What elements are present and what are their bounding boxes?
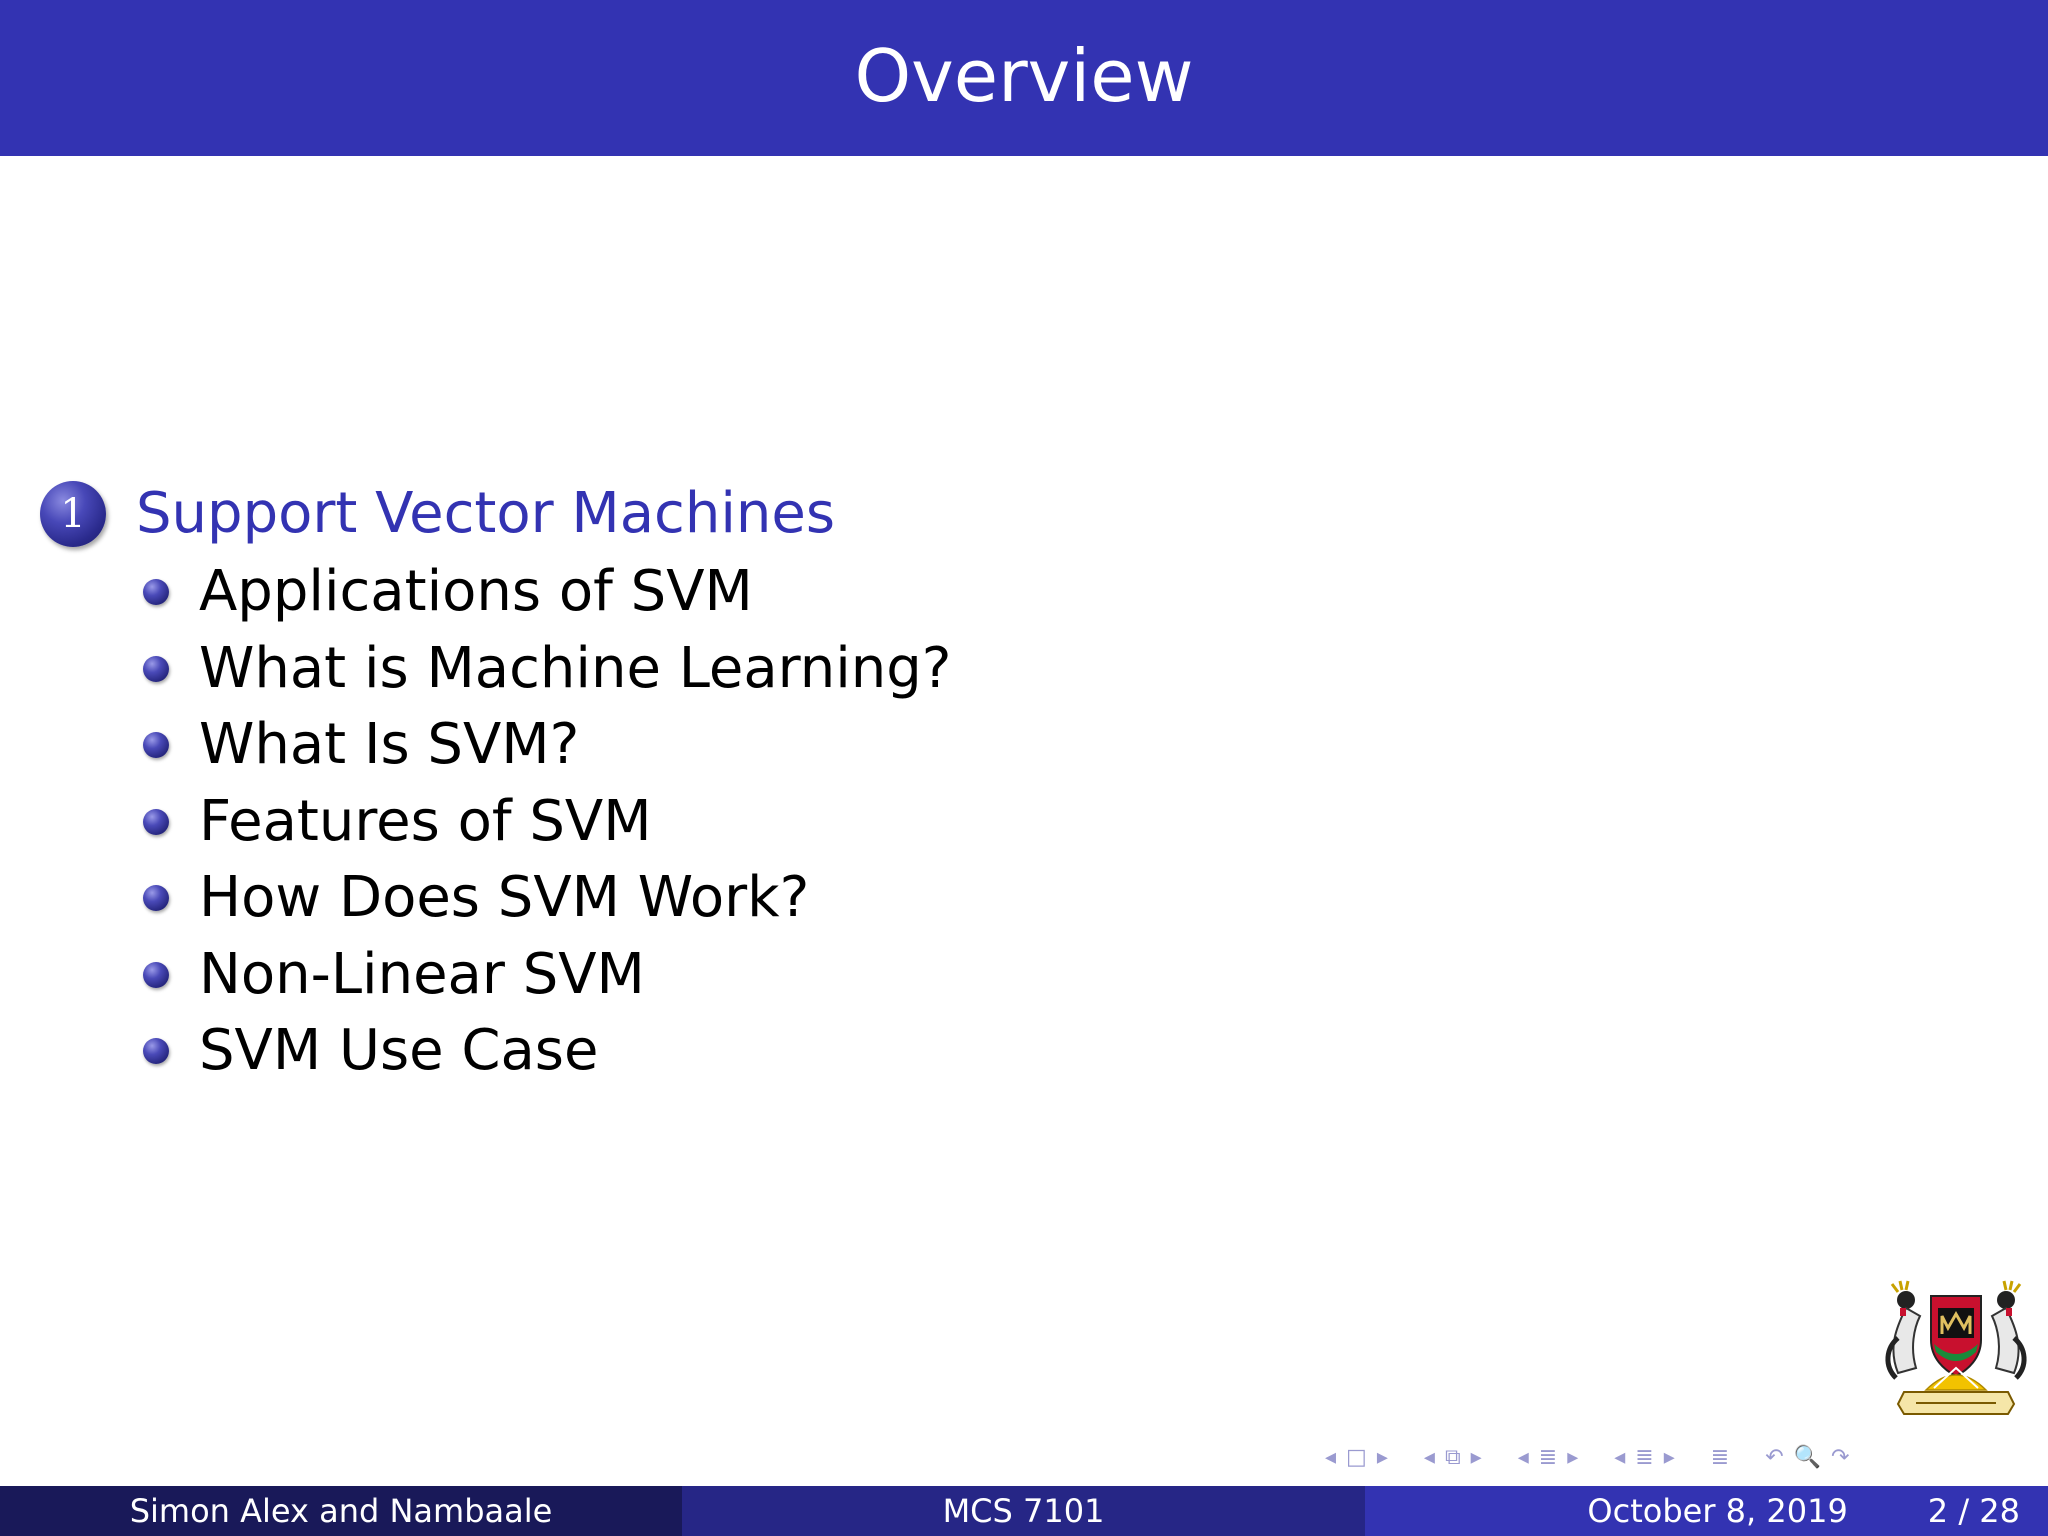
toc-subsection[interactable]: What is Machine Learning? bbox=[40, 631, 952, 708]
bullet-icon bbox=[143, 579, 169, 606]
slide-header: Overview bbox=[0, 0, 2048, 156]
arrow-left-icon[interactable]: ◂ bbox=[1517, 1444, 1529, 1470]
beamer-navigation-bar: ◂ □ ▸ ◂ ⧉ ▸ ◂ ≣ ▸ ◂ ≣ ▸ ≣ ↶ 🔍 ↷ bbox=[1320, 1440, 2040, 1474]
arrow-left-icon[interactable]: ◂ bbox=[1614, 1444, 1626, 1470]
nav-frame-group: ◂ □ ▸ bbox=[1320, 1445, 1393, 1470]
arrow-left-icon[interactable]: ◂ bbox=[1325, 1444, 1337, 1470]
nav-align-group: ≣ bbox=[1706, 1445, 1734, 1470]
align-icon[interactable]: ≣ bbox=[1710, 1444, 1730, 1470]
subsection-label[interactable]: SVM Use Case bbox=[199, 1018, 599, 1084]
toc-subsection[interactable]: How Does SVM Work? bbox=[40, 860, 952, 937]
crane-right-icon bbox=[1990, 1280, 2027, 1380]
table-of-contents: 1 Support Vector Machines Applications o… bbox=[40, 478, 952, 1090]
nav-tools-group: ↶ 🔍 ↷ bbox=[1760, 1445, 1854, 1470]
slide-footer: Simon Alex and Nambaale MCS 7101 October… bbox=[0, 1486, 2048, 1536]
nav-subsection-group: ◂ ⧉ ▸ bbox=[1419, 1445, 1487, 1470]
search-icon[interactable]: 🔍 bbox=[1793, 1444, 1822, 1470]
bullet-icon bbox=[143, 655, 169, 682]
arrow-left-icon[interactable]: ◂ bbox=[1423, 1444, 1435, 1470]
frame-icon[interactable]: □ bbox=[1346, 1444, 1367, 1470]
arrow-right-icon[interactable]: ▸ bbox=[1470, 1444, 1482, 1470]
toc-section[interactable]: 1 Support Vector Machines bbox=[40, 478, 952, 550]
bullet-icon bbox=[143, 885, 169, 912]
section-icon[interactable]: ≣ bbox=[1635, 1444, 1654, 1470]
footer-author-text: Simon Alex and Nambaale bbox=[129, 1492, 553, 1530]
section-label[interactable]: Support Vector Machines bbox=[136, 481, 836, 546]
university-crest-logo bbox=[1885, 1280, 2027, 1415]
subsection-icon[interactable]: ⧉ bbox=[1444, 1444, 1461, 1470]
crane-left-icon bbox=[1885, 1280, 1922, 1380]
nav-part-group: ◂ ≣ ▸ bbox=[1609, 1445, 1680, 1470]
footer-author: Simon Alex and Nambaale bbox=[0, 1486, 682, 1536]
arrow-right-icon[interactable]: ▸ bbox=[1663, 1444, 1675, 1470]
bullet-icon bbox=[143, 1038, 169, 1065]
section-number-badge: 1 bbox=[40, 481, 106, 547]
subsection-label[interactable]: How Does SVM Work? bbox=[199, 865, 810, 931]
subsection-label[interactable]: What is Machine Learning? bbox=[199, 635, 952, 701]
bullet-icon bbox=[143, 808, 169, 835]
subsection-label[interactable]: Non-Linear SVM bbox=[199, 941, 645, 1007]
undo-icon[interactable]: ↶ bbox=[1765, 1444, 1784, 1470]
bullet-icon bbox=[143, 961, 169, 988]
nav-section-group: ◂ ≣ ▸ bbox=[1513, 1445, 1584, 1470]
toc-subsection[interactable]: Non-Linear SVM bbox=[40, 937, 952, 1014]
footer-course-text: MCS 7101 bbox=[942, 1492, 1105, 1530]
subsection-label[interactable]: Applications of SVM bbox=[199, 559, 753, 625]
slide-title: Overview bbox=[854, 34, 1194, 118]
footer-course: MCS 7101 bbox=[682, 1486, 1365, 1536]
subsection-label[interactable]: What Is SVM? bbox=[199, 712, 580, 778]
toc-subsection[interactable]: What Is SVM? bbox=[40, 707, 952, 784]
footer-page-number: 2 / 28 bbox=[1927, 1492, 2020, 1530]
toc-subsection[interactable]: Features of SVM bbox=[40, 784, 952, 861]
toc-subsection[interactable]: SVM Use Case bbox=[40, 1013, 952, 1090]
redo-icon[interactable]: ↷ bbox=[1831, 1444, 1850, 1470]
arrow-right-icon[interactable]: ▸ bbox=[1567, 1444, 1579, 1470]
section-icon[interactable]: ≣ bbox=[1538, 1444, 1558, 1470]
toc-subsection[interactable]: Applications of SVM bbox=[40, 554, 952, 631]
arrow-right-icon[interactable]: ▸ bbox=[1376, 1444, 1388, 1470]
bullet-icon bbox=[143, 732, 169, 759]
footer-date: October 8, 2019 2 / 28 bbox=[1365, 1486, 2048, 1536]
subsection-list: Applications of SVM What is Machine Lear… bbox=[40, 554, 952, 1090]
footer-date-text: October 8, 2019 bbox=[1587, 1492, 1848, 1530]
subsection-label[interactable]: Features of SVM bbox=[199, 788, 652, 854]
